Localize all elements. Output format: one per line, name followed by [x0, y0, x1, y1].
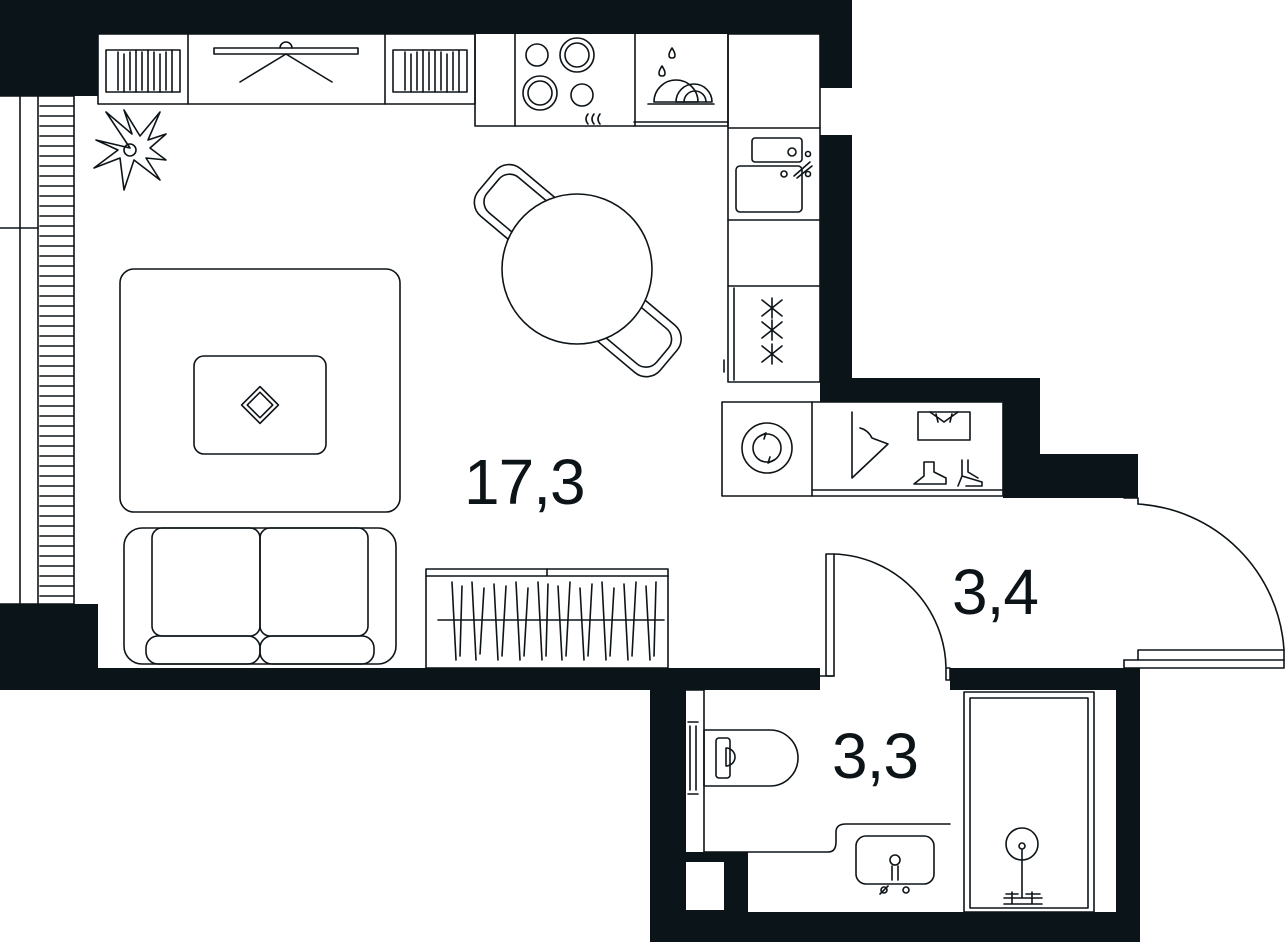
dining-set	[473, 163, 682, 378]
toilet-icon	[703, 729, 799, 787]
wall-bath-right	[1116, 668, 1140, 942]
dish-drying-icon	[647, 47, 715, 105]
bathtub	[963, 691, 1095, 913]
dining-table	[501, 193, 653, 345]
books-right	[392, 49, 468, 93]
washing-machine-icon	[741, 422, 793, 474]
wall-kitchen-right	[820, 135, 852, 378]
wardrobe	[425, 568, 669, 669]
towel-rail	[687, 721, 699, 795]
rug	[119, 268, 401, 513]
bathroom-door[interactable]	[819, 553, 951, 681]
room-label-living: 17,3	[464, 446, 585, 518]
oven-icon	[723, 287, 783, 381]
kitchen	[474, 33, 821, 383]
boot-icon	[913, 461, 947, 485]
small-sink-icon	[735, 137, 803, 213]
top-shelving	[97, 33, 476, 105]
cooktop-icon	[522, 37, 601, 125]
tv-unit	[213, 41, 359, 83]
plant-icon	[93, 109, 167, 191]
hanger-icon	[851, 411, 889, 479]
shirt-icon	[917, 411, 971, 441]
room-label-bathroom: 3,3	[832, 720, 918, 792]
entrance-door[interactable]	[1123, 497, 1285, 669]
heel-shoe-icon	[957, 459, 983, 487]
wall-bath-top	[950, 668, 1140, 690]
mixer-tap-icon	[793, 150, 813, 179]
room-label-hallway: 3,4	[952, 556, 1038, 628]
books-left	[105, 49, 181, 93]
wall-bath-bottom	[650, 912, 1140, 942]
bathroom	[685, 689, 1095, 913]
sofa	[123, 527, 397, 665]
radiator	[39, 105, 75, 597]
window-left	[0, 95, 75, 605]
wall-storage	[820, 378, 1138, 498]
storage-niche	[721, 401, 1004, 497]
wall-bath-left	[650, 690, 686, 942]
wall-top	[0, 0, 852, 96]
shower-head-icon	[1003, 827, 1043, 905]
coffee-table-icon	[240, 385, 280, 425]
washbasin-icon	[855, 835, 935, 895]
wall-left-bottom	[0, 604, 820, 690]
